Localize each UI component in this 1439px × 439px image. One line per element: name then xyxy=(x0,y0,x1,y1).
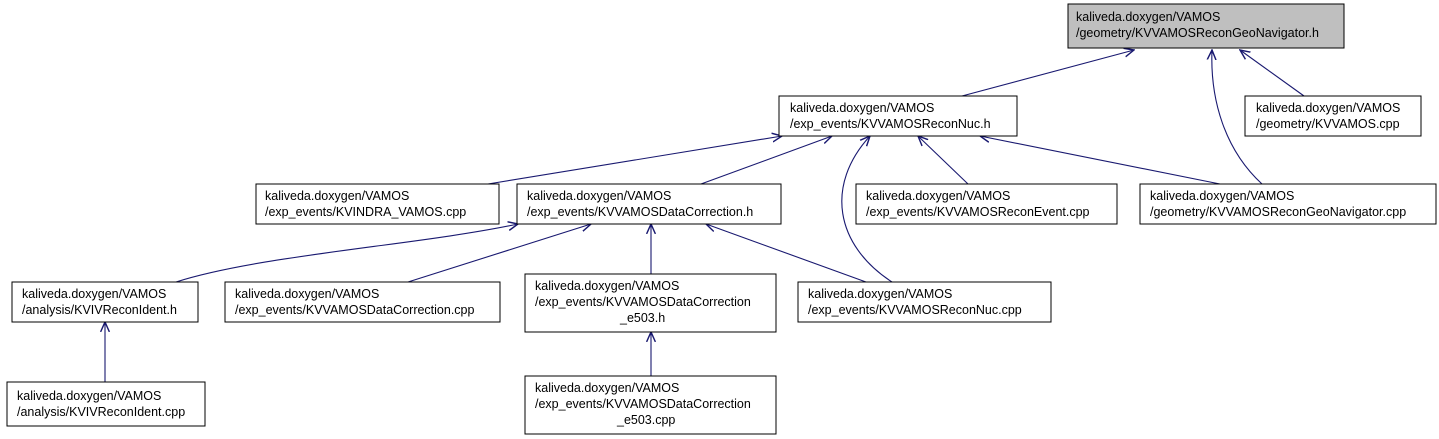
node-box xyxy=(524,375,777,435)
edge-geonav_cpp-to-nuc_h xyxy=(980,136,1221,185)
edge-dc_h-to-nuc_h xyxy=(700,136,832,185)
node-indra-cpp[interactable]: kaliveda.doxygen/VAMOS/exp_events/KVINDR… xyxy=(255,183,500,225)
node-nuc-cpp[interactable]: kaliveda.doxygen/VAMOS/exp_events/KVVAMO… xyxy=(797,281,1052,323)
node-ivri-h[interactable]: kaliveda.doxygen/VAMOS/analysis/KVIVReco… xyxy=(11,281,199,323)
node-label: kaliveda.doxygen/VAMOS/exp_events/KVVAMO… xyxy=(235,287,475,317)
node-vamos-cpp[interactable]: kaliveda.doxygen/VAMOS/geometry/KVVAMOS.… xyxy=(1244,95,1422,137)
edge-nuc_cpp-to-nuc_h xyxy=(841,136,893,283)
node-box xyxy=(1139,183,1437,225)
node-box xyxy=(524,273,777,333)
node-label: kaliveda.doxygen/VAMOS/geometry/KVVAMOSR… xyxy=(1076,10,1319,40)
edges xyxy=(105,50,1305,382)
node-box xyxy=(6,381,206,427)
node-label: kaliveda.doxygen/VAMOS/exp_events/KVVAMO… xyxy=(527,189,753,219)
node-label: kaliveda.doxygen/VAMOS/exp_events/KVVAMO… xyxy=(535,279,751,325)
node-label: kaliveda.doxygen/VAMOS/geometry/KVVAMOSR… xyxy=(1150,189,1406,219)
node-box xyxy=(255,183,500,225)
node-box xyxy=(797,281,1052,323)
node-box xyxy=(11,281,199,323)
node-label: kaliveda.doxygen/VAMOS/analysis/KVIVReco… xyxy=(17,389,185,419)
node-box xyxy=(516,183,782,225)
node-dc503-h[interactable]: kaliveda.doxygen/VAMOS/exp_events/KVVAMO… xyxy=(524,273,777,333)
node-label: kaliveda.doxygen/VAMOS/exp_events/KVINDR… xyxy=(265,189,466,219)
node-label: kaliveda.doxygen/VAMOS/geometry/KVVAMOS.… xyxy=(1256,101,1400,131)
node-dc-h[interactable]: kaliveda.doxygen/VAMOS/exp_events/KVVAMO… xyxy=(516,183,782,225)
edge-nuc_cpp-to-dc_h xyxy=(706,224,867,283)
edge-event_cpp-to-nuc_h xyxy=(918,136,969,185)
node-box xyxy=(1244,95,1422,137)
node-dc-cpp[interactable]: kaliveda.doxygen/VAMOS/exp_events/KVVAMO… xyxy=(224,281,501,323)
node-box xyxy=(855,183,1118,225)
node-box xyxy=(1067,3,1345,49)
node-label: kaliveda.doxygen/VAMOS/exp_events/KVVAMO… xyxy=(535,381,751,427)
node-root[interactable]: kaliveda.doxygen/VAMOS/geometry/KVVAMOSR… xyxy=(1067,3,1345,49)
node-event-cpp[interactable]: kaliveda.doxygen/VAMOS/exp_events/KVVAMO… xyxy=(855,183,1118,225)
node-dc503-cpp[interactable]: kaliveda.doxygen/VAMOS/exp_events/KVVAMO… xyxy=(524,375,777,435)
edge-nuc_h-to-root xyxy=(961,50,1134,97)
edge-indra_cpp-to-nuc_h xyxy=(487,136,782,185)
node-box xyxy=(224,281,501,323)
edge-ivri_h-to-dc_h xyxy=(175,224,518,283)
node-ivri-cpp[interactable]: kaliveda.doxygen/VAMOS/analysis/KVIVReco… xyxy=(6,381,206,427)
node-nuc-h[interactable]: kaliveda.doxygen/VAMOS/exp_events/KVVAMO… xyxy=(778,95,1018,137)
node-box xyxy=(778,95,1018,137)
node-label: kaliveda.doxygen/VAMOS/exp_events/KVVAMO… xyxy=(808,287,1022,317)
node-label: kaliveda.doxygen/VAMOS/exp_events/KVVAMO… xyxy=(866,189,1090,219)
edge-geonav_cpp-to-root xyxy=(1212,50,1263,185)
node-geonav-cpp[interactable]: kaliveda.doxygen/VAMOS/geometry/KVVAMOSR… xyxy=(1139,183,1437,225)
edge-dc_cpp-to-dc_h xyxy=(407,224,591,283)
edge-vamos_cpp-to-root xyxy=(1240,50,1305,97)
node-label: kaliveda.doxygen/VAMOS/analysis/KVIVReco… xyxy=(22,287,177,317)
node-label: kaliveda.doxygen/VAMOS/exp_events/KVVAMO… xyxy=(790,101,991,131)
